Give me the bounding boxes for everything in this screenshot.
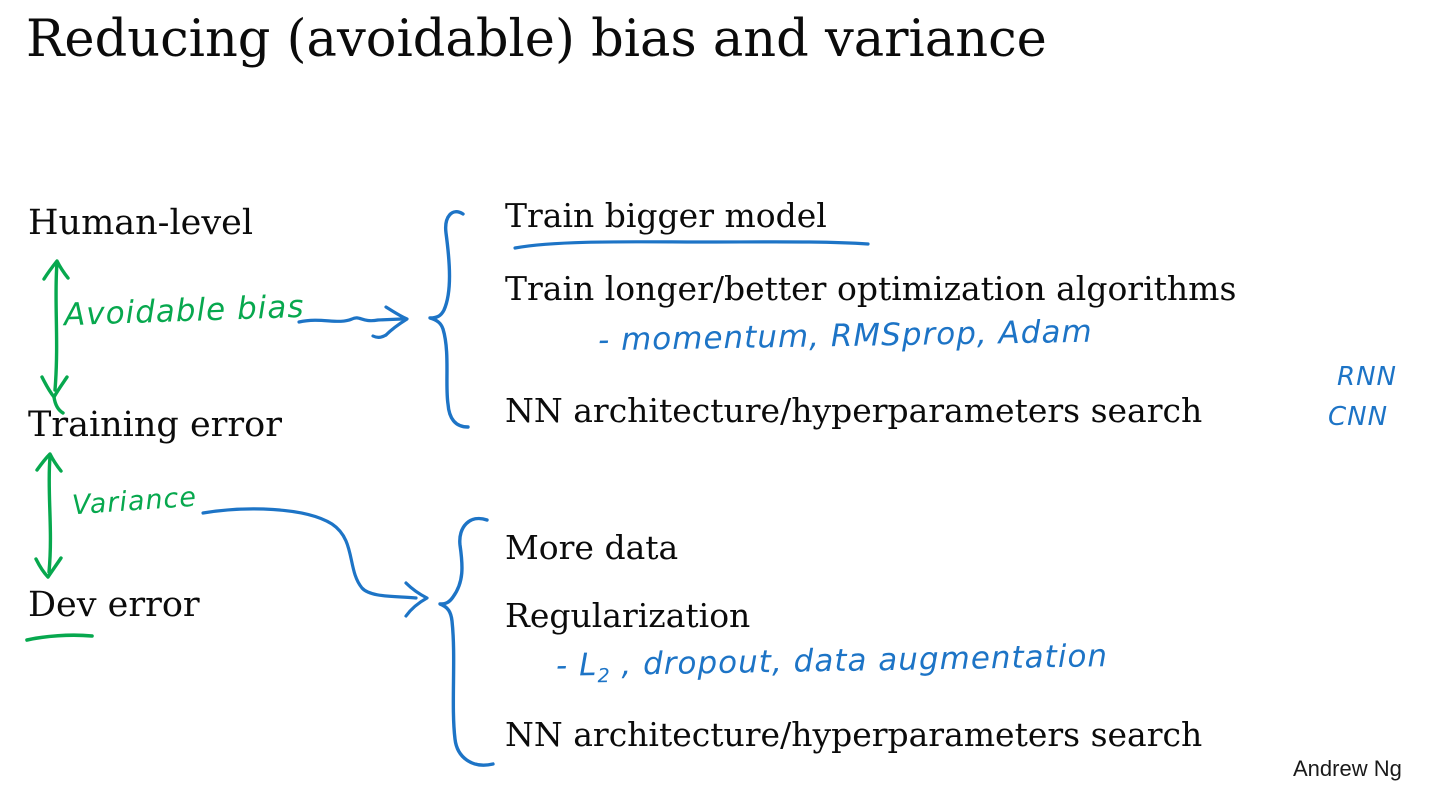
upper-curly-brace	[428, 210, 470, 429]
blue-arrow-1-head	[384, 305, 409, 337]
author-credit: Andrew Ng	[1293, 756, 1402, 781]
green-arrow-1-shaft	[53, 261, 59, 392]
blue-arrow-2-shaft	[201, 507, 418, 600]
green-arrow-1-head-top	[42, 259, 70, 281]
bias-remedy-train-longer: Train longer/better optimization algorit…	[505, 269, 1237, 308]
green-double-arrow-avoidable-bias	[40, 259, 70, 415]
label-human-level: Human-level	[28, 203, 254, 243]
handwriting-cnn: CNN	[1328, 402, 1389, 432]
green-arrow-2-shaft	[47, 455, 53, 574]
lower-curly-brace	[438, 516, 495, 767]
handwriting-rnn: RNN	[1337, 362, 1397, 392]
blue-arrow-bias-to-brace	[297, 305, 409, 339]
green-arrow-2-head-bottom	[34, 556, 63, 579]
green-underline-dev	[25, 633, 94, 642]
variance-remedy-regularization: Regularization	[505, 596, 751, 635]
blue-arrow-1-hook	[371, 333, 388, 339]
blue-underline-train-bigger-model	[513, 240, 870, 250]
bias-remedy-nn-architecture-search: NN architecture/hyperparameters search	[505, 391, 1203, 430]
blue-arrow-1-shaft	[297, 316, 404, 324]
green-arrow-1-tail-hook	[52, 395, 65, 415]
bias-remedy-train-bigger-model: Train bigger model	[505, 196, 827, 235]
blue-arrow-variance-to-brace	[201, 507, 429, 618]
variance-remedy-nn-architecture-search: NN architecture/hyperparameters search	[505, 715, 1203, 754]
blue-arrow-2-head	[404, 581, 429, 618]
label-dev-error: Dev error	[28, 585, 200, 625]
slide-title: Reducing (avoidable) bias and variance	[26, 10, 1047, 69]
label-training-error: Training error	[28, 405, 282, 445]
green-arrow-2-head-top	[35, 452, 63, 473]
variance-remedy-more-data: More data	[505, 528, 679, 567]
green-double-arrow-variance	[34, 452, 63, 579]
